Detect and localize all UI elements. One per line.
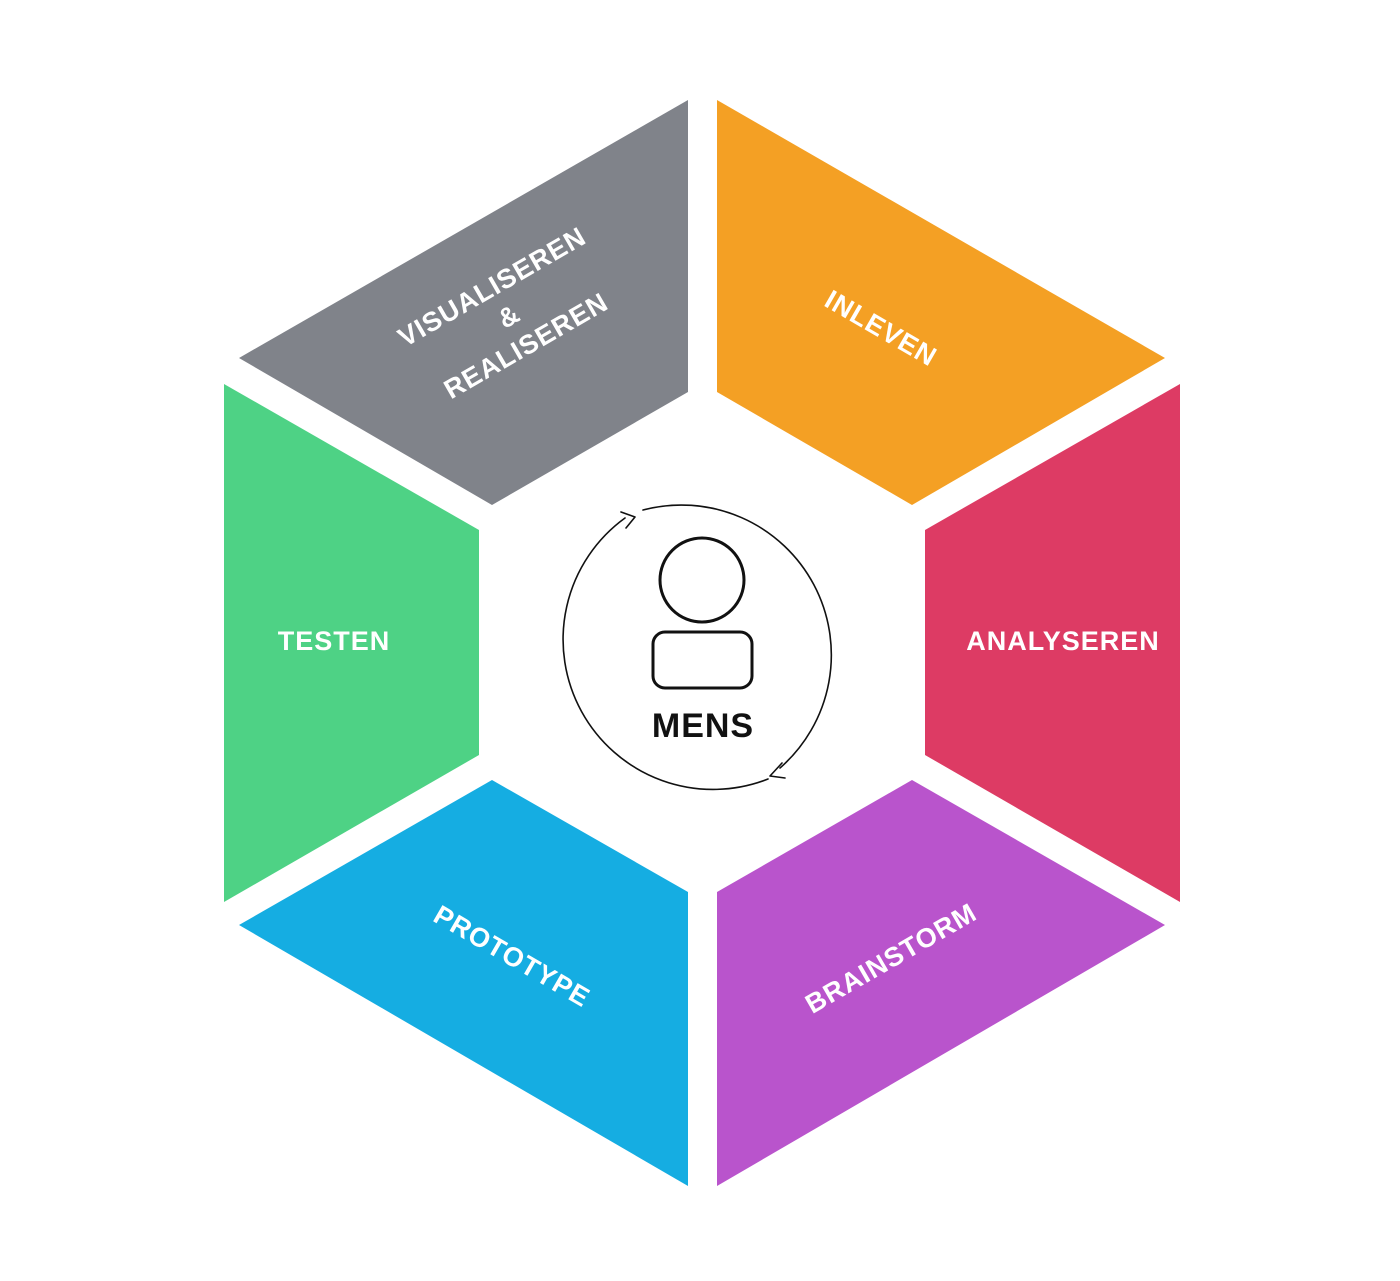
segment-inleven: INLEVEN xyxy=(717,100,1165,505)
circular-arrows-icon xyxy=(562,504,833,791)
segment-visualiseren: VISUALISEREN & REALISEREN xyxy=(239,100,688,505)
segment-testen-shape xyxy=(224,384,479,902)
segment-brainstorm: BRAINSTORM xyxy=(717,780,1165,1186)
center-label: MENS xyxy=(652,707,754,745)
segment-analyseren-shape xyxy=(925,384,1180,902)
segment-brainstorm-shape xyxy=(717,780,1165,1186)
segment-prototype-shape xyxy=(239,780,688,1186)
segment-inleven-shape xyxy=(717,100,1165,505)
segment-prototype: PROTOTYPE xyxy=(239,780,688,1186)
center-hub: MENS xyxy=(562,504,833,791)
segment-analyseren: ANALYSEREN xyxy=(925,384,1180,902)
segment-visualiseren-shape xyxy=(239,100,688,505)
person-icon xyxy=(651,536,754,690)
segment-testen-label: TESTEN xyxy=(278,626,391,656)
segment-testen: TESTEN xyxy=(224,384,479,902)
segment-analyseren-label: ANALYSEREN xyxy=(966,626,1160,656)
